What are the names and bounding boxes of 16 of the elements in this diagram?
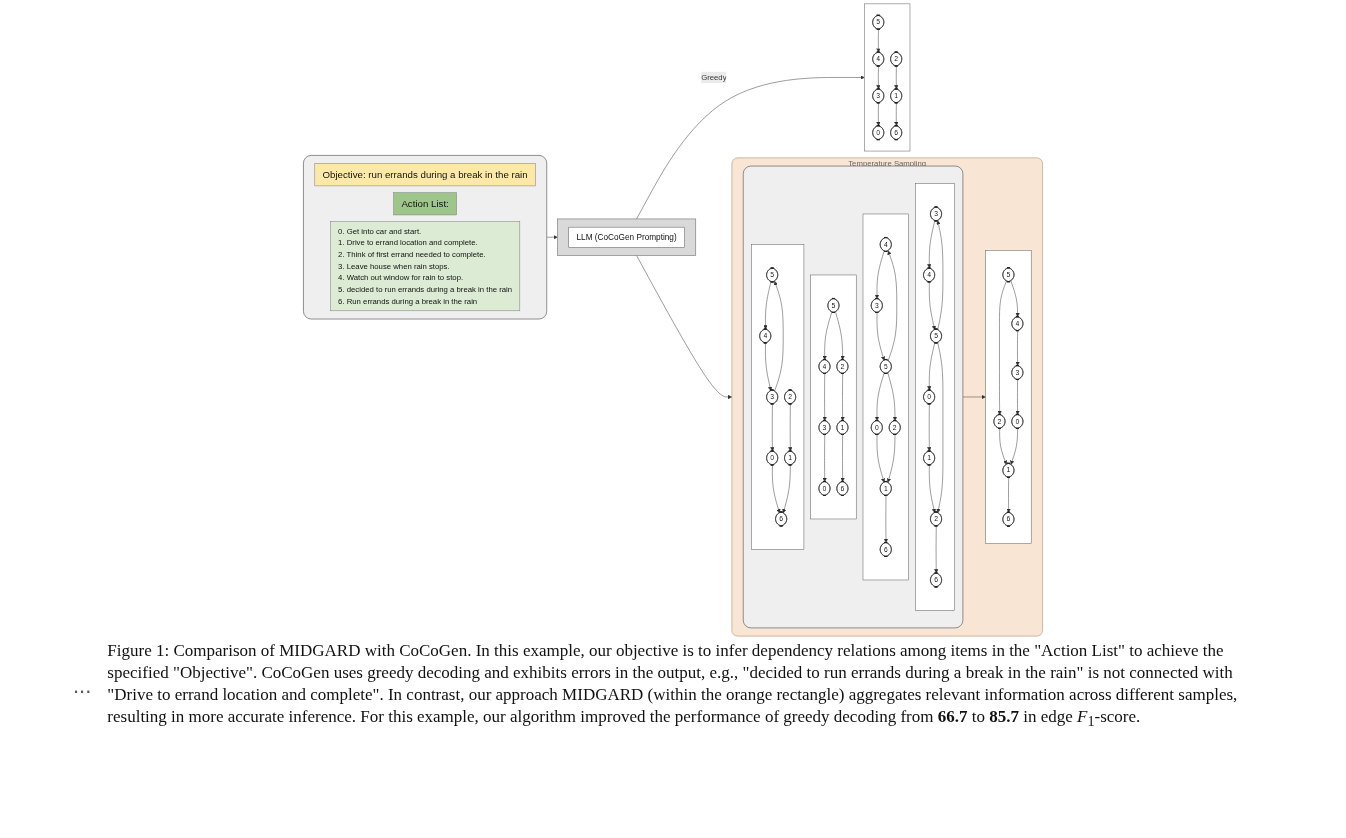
node-box [330,221,521,312]
cluster [751,244,805,550]
figure-caption: Figure 1: Comparison of MIDGARD with CoCoGen. In this example, our objective is to infer dependency relations among items in the "Action List" to achieve the specified "Objective". CoCoGen uses greedy decoding and exhibits errors in the output, e.g., "decided to run errands during a break in the rain" is not connected with "Drive to errand location and complete". In contrast, our approach MIDGARD (within the orange rectangle) aggregates relevant information across different samples, resulting in more accurate inference. For this example, our algorithm improved the performance of greedy decoding from 66.7 to 85.7 in edge F$_{1}$-score. [107,640,1239,732]
node-box [393,192,457,216]
cluster [862,213,909,581]
cluster [742,165,964,629]
cluster [864,3,911,152]
cluster [731,157,1043,637]
cluster [985,250,1032,544]
cluster [810,274,857,520]
node-box [314,163,536,187]
cluster [557,218,697,256]
ellipsis-label: ... [73,672,92,699]
node-box [568,226,685,248]
cluster [303,155,548,320]
cluster [915,183,955,611]
